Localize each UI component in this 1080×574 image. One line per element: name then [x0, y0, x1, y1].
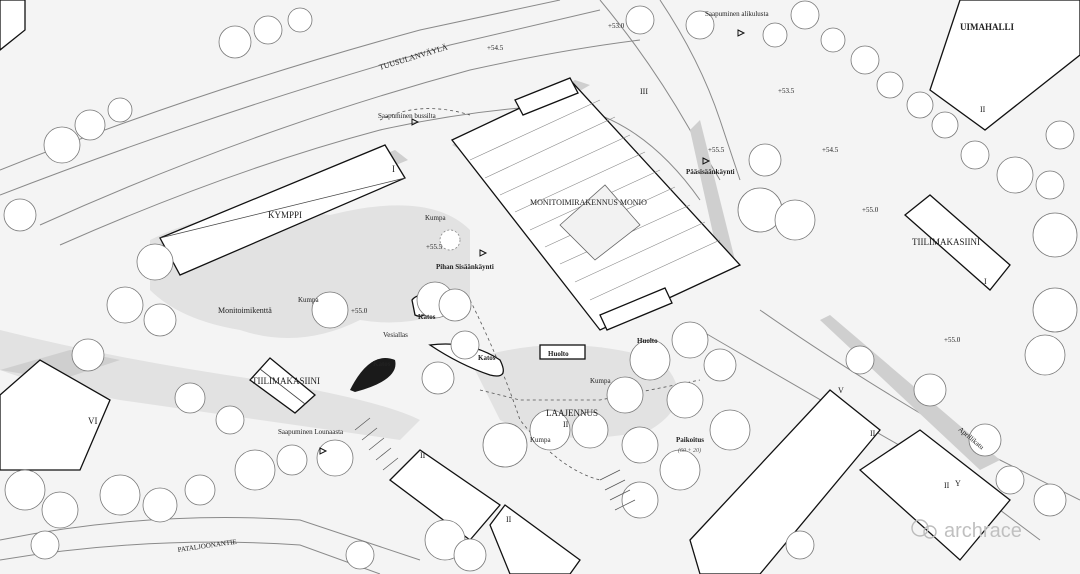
katos-dark	[350, 358, 396, 392]
label-tiilimakasiini-west: TIILIMAKASIINI	[252, 376, 320, 386]
label-katos-2: Katos	[478, 354, 496, 362]
entry-arrows	[319, 29, 746, 455]
label-uimahalli: UIMAHALLI	[960, 22, 1015, 32]
label-tiilimakasiini-east: TIILIMAKASIINI	[912, 237, 980, 247]
arrow-bussi	[411, 118, 420, 126]
label-paasisaankaynti: Pääsisäänkäynti	[686, 168, 735, 176]
building-vi	[0, 359, 111, 471]
huolto-block	[539, 344, 586, 360]
level-53-0: +53.0	[608, 22, 625, 30]
plan-labels: UIMAHALLI TUUSULANVÄYLÄ Saapuminen aliku…	[88, 10, 1015, 554]
roman-ii-d: II	[944, 481, 950, 490]
roman-ii-a: II	[870, 429, 876, 438]
label-paikoitus-count: (60 + 20)	[678, 447, 701, 454]
label-kumpa-1: Kumpa	[425, 214, 447, 222]
label-monitoimirakennus: MONITOIMIRAKENNUS MONIO	[530, 198, 647, 207]
level-54-5-b: +54.5	[822, 146, 839, 154]
wechat-icon	[911, 519, 929, 537]
label-saapuminen-alikulusta: Saapuminen alikulusta	[705, 10, 769, 18]
label-saapuminen-bussilta: Saapuminen bussilta	[378, 112, 437, 120]
level-54-5-a: +54.5	[487, 44, 504, 52]
label-vesiallas: Vesiallas	[383, 331, 408, 339]
label-laajennus: LAAJENNUS	[546, 408, 598, 418]
label-laajennus-number: II	[563, 420, 569, 429]
label-kymppi: KYMPPI	[268, 210, 302, 220]
label-kumpa-2: Kumpa	[298, 296, 320, 304]
label-huolto-1: Huolto	[637, 337, 658, 345]
label-paikoitus: Paikoitus	[676, 436, 704, 444]
building-v	[689, 389, 881, 574]
roman-v: V	[838, 386, 844, 395]
trees	[3, 0, 1078, 572]
roman-ii-b: II	[420, 451, 426, 460]
building-tiilimakasiini-east	[903, 194, 1011, 291]
roman-kymppi: I	[392, 164, 395, 174]
label-monitoimikentta: Monitoimikenttä	[218, 306, 272, 315]
parking-stripes	[354, 417, 636, 511]
level-55-0-c: +55.0	[944, 336, 961, 344]
label-katos-3: Katos	[373, 360, 391, 368]
level-55-5-a: +55.5	[426, 243, 443, 251]
monitoimi-top-annex	[514, 77, 579, 116]
roman-ii-c: II	[506, 515, 512, 524]
level-53-5: +53.5	[778, 87, 795, 95]
watermark: archrace	[911, 519, 1022, 542]
level-55-0-a: +55.0	[351, 307, 368, 315]
roman-uimahalli: II	[980, 105, 986, 114]
arrow-piha	[479, 249, 488, 257]
label-saapuminen-lounaasta: Saapuminen Lounaasta	[278, 428, 344, 436]
roman-tiilimakasiini: I	[984, 277, 987, 286]
level-55-5-b: +55.5	[708, 146, 725, 154]
arrow-alikulku	[737, 29, 746, 37]
building-uimahalli	[929, 0, 1080, 131]
roman-y: Y	[955, 479, 961, 488]
building-top-left	[0, 0, 26, 51]
label-kumpa-3: Kumpa	[590, 377, 612, 385]
label-katos-1: Katos	[418, 313, 436, 321]
building-v-east	[858, 429, 1011, 561]
label-kumpa-4: Kumpa	[530, 436, 552, 444]
arrow-lounas	[319, 447, 328, 455]
label-huolto-2: Huolto	[548, 350, 569, 358]
arrow-paa	[702, 157, 711, 165]
label-pihan-sisaankaynti: Pihan Sisäänkäynti	[436, 263, 494, 271]
roman-monitoimi: III	[640, 87, 648, 96]
monitoimi-bottom-annex	[599, 287, 673, 331]
roman-vi: VI	[88, 416, 98, 426]
watermark-text: archrace	[944, 520, 1022, 542]
building-ii-b	[489, 504, 581, 574]
level-55-0-b: +55.0	[862, 206, 879, 214]
